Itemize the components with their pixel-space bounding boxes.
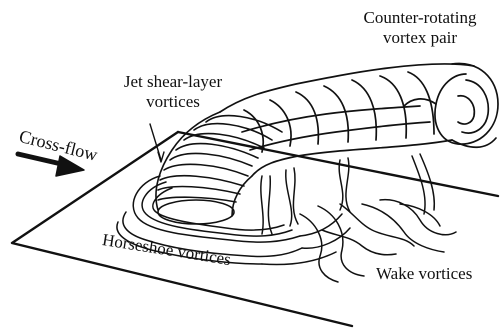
jet-column [156,112,282,224]
jet-shear-label: Jet shear-layer vortices [88,72,258,112]
jet-shear-label-line2: vortices [88,92,258,112]
counter-rotating-label-line1: Counter-rotating [330,8,504,28]
counter-rotating-label: Counter-rotating vortex pair [330,8,504,48]
jet-shear-label-line1: Jet shear-layer [88,72,258,92]
counter-rotating-label-line2: vortex pair [330,28,504,48]
wake-label: Wake vortices [376,264,472,284]
